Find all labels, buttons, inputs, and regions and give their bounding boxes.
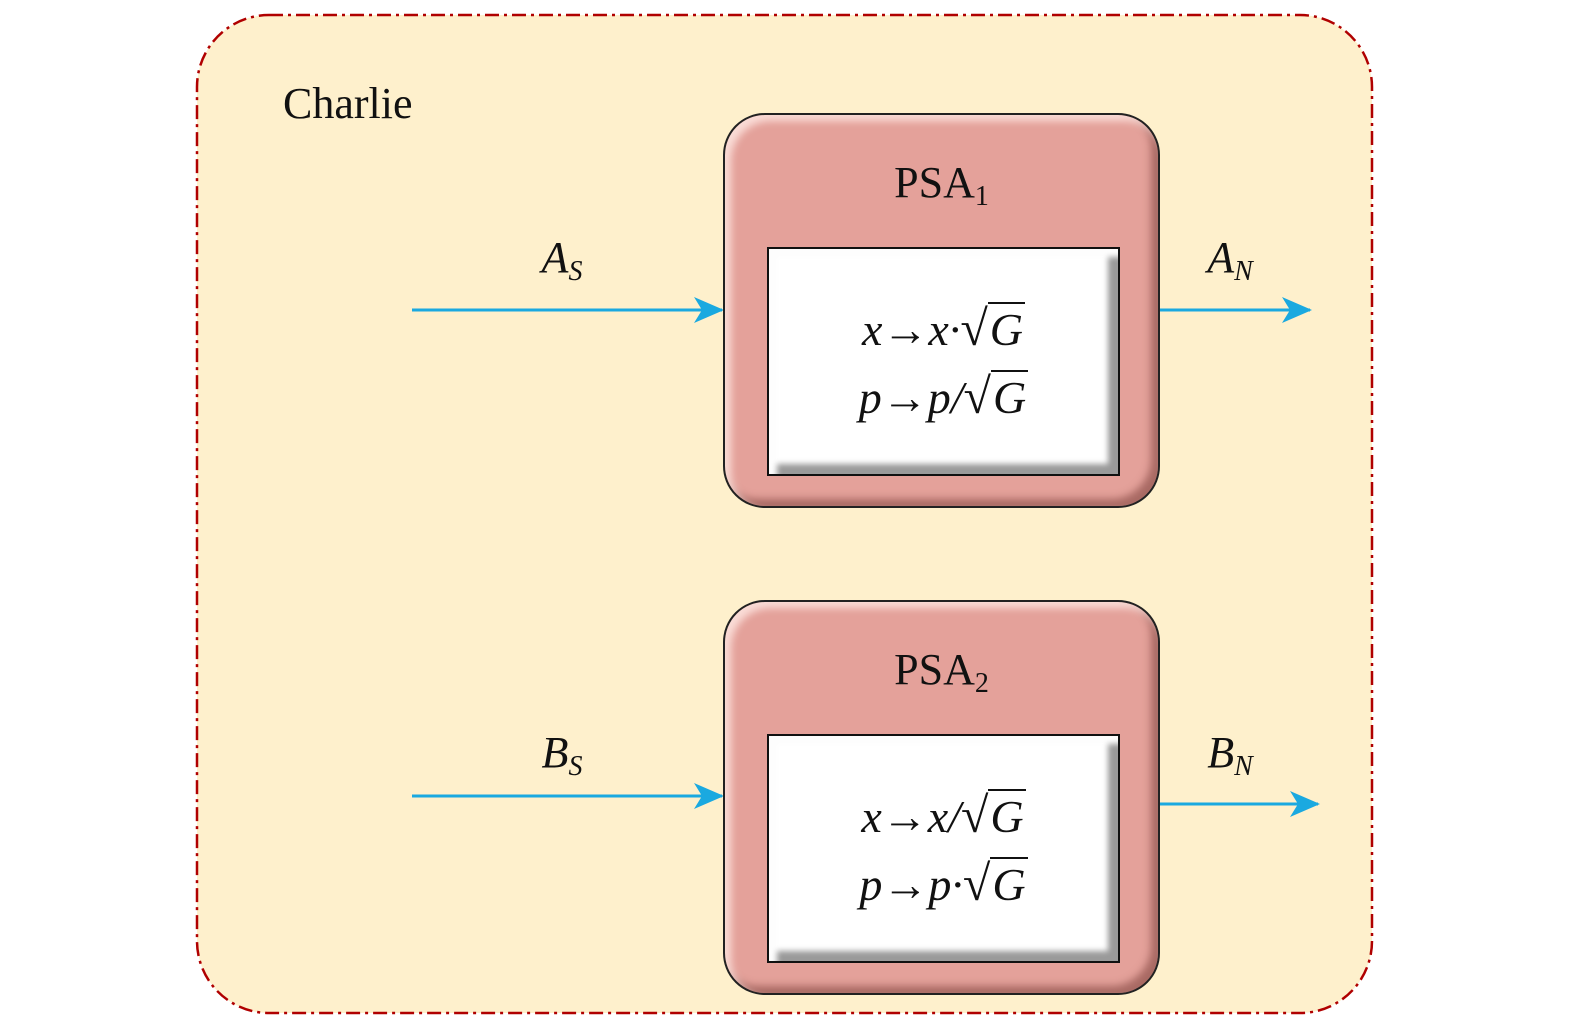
psa2-equation-p: p→p·√G xyxy=(859,854,1028,912)
label-a-s: AS xyxy=(542,232,583,288)
eq-prefix: x→x· xyxy=(861,303,961,355)
label-a-n: AN xyxy=(1207,232,1253,288)
sqrt-sign: √ xyxy=(960,786,989,843)
label-base: A xyxy=(541,233,569,282)
psa1-equation-x: x→x·√G xyxy=(861,299,1026,357)
eq-radicand: G xyxy=(988,788,1026,842)
eq-prefix: p→p/ xyxy=(858,371,964,423)
label-sub: S xyxy=(568,256,583,287)
psa2-transform-panel: x→x/√G p→p·√G xyxy=(767,734,1120,963)
psa-name: PSA xyxy=(894,645,975,694)
psa1-title: PSA1 xyxy=(725,157,1158,213)
label-base: A xyxy=(1207,233,1235,282)
eq-radicand: G xyxy=(990,856,1028,910)
psa-index: 2 xyxy=(974,668,989,699)
eq-radicand: G xyxy=(987,301,1026,355)
label-sub: S xyxy=(568,751,583,782)
psa1-equation-p: p→p/√G xyxy=(858,367,1029,425)
psa2-box: PSA2 x→x/√G p→p·√G xyxy=(723,600,1160,995)
psa-name: PSA xyxy=(894,158,975,207)
eq-prefix: x→x/ xyxy=(861,790,961,842)
label-base: B xyxy=(1207,728,1235,777)
eq-radicand: G xyxy=(991,369,1029,423)
psa2-title: PSA2 xyxy=(725,644,1158,700)
label-sub: N xyxy=(1234,751,1253,782)
psa1-transform-panel: x→x·√G p→p/√G xyxy=(767,247,1120,476)
label-base: B xyxy=(541,728,569,777)
eq-prefix: p→p· xyxy=(859,858,963,910)
sqrt-sign: √ xyxy=(960,299,988,356)
psa1-box: PSA1 x→x·√G p→p/√G xyxy=(723,113,1160,508)
sqrt-sign: √ xyxy=(963,367,991,424)
label-b-n: BN xyxy=(1207,727,1253,783)
psa-index: 1 xyxy=(974,181,989,212)
label-sub: N xyxy=(1234,256,1253,287)
label-b-s: BS xyxy=(542,727,583,783)
charlie-label: Charlie xyxy=(283,79,413,128)
sqrt-sign: √ xyxy=(962,854,991,911)
psa2-equation-x: x→x/√G xyxy=(861,786,1026,844)
